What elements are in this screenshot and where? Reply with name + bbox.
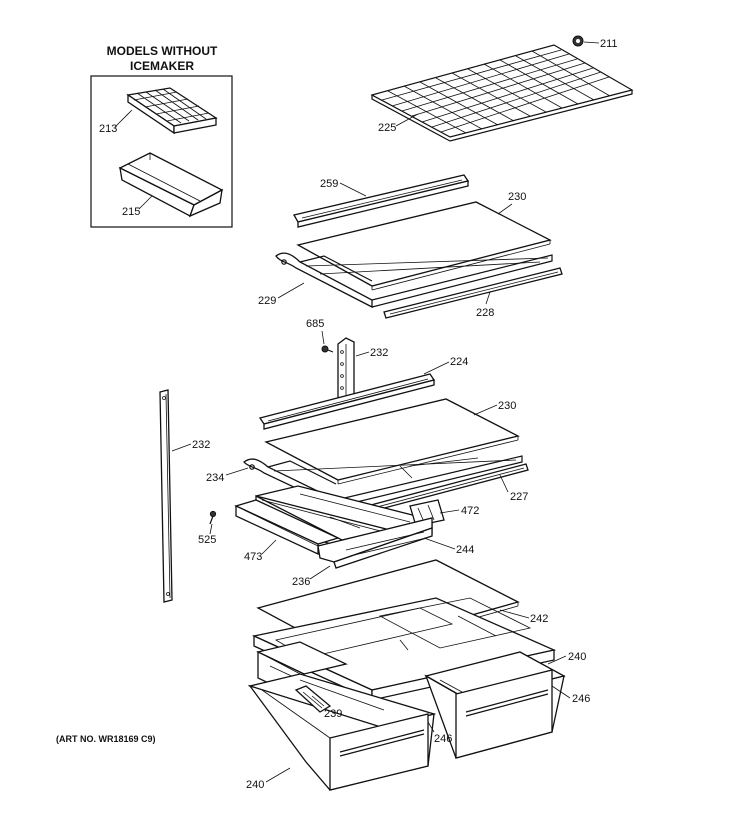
leader-230-middle: [473, 404, 498, 416]
inset-frame: [90, 75, 233, 228]
callout-240-right: 240: [568, 651, 586, 663]
leader-230-upper: [497, 203, 513, 215]
callout-246-left: 246: [434, 733, 452, 745]
leader-234: [225, 467, 249, 476]
leader-246-left: [427, 721, 435, 733]
callout-472: 472: [461, 505, 479, 517]
leader-240-right: [547, 655, 567, 665]
left-crisper-drawer-part: [247, 673, 437, 791]
leader-232-center: [355, 351, 370, 357]
screw-525-part: [209, 510, 217, 525]
leader-224: [423, 361, 450, 375]
leader-685: [321, 330, 325, 345]
callout-229: 229: [258, 295, 276, 307]
leader-242: [499, 609, 530, 619]
leader-246-right: [551, 685, 571, 699]
shelf-bumper-part: [572, 35, 584, 47]
callout-259: 259: [320, 178, 338, 190]
middle-glass-shelf-part: [264, 398, 520, 485]
leader-228: [485, 291, 491, 305]
side-rail-part: [159, 389, 173, 603]
center-bracket-part: [337, 337, 355, 403]
callout-244: 244: [456, 544, 474, 556]
callout-685: 685: [306, 318, 324, 330]
callout-236: 236: [292, 576, 310, 588]
pan-cover-part: [234, 499, 340, 556]
leader-472: [439, 509, 460, 514]
callout-239: 239: [324, 708, 342, 720]
callout-211: 211: [600, 38, 618, 50]
leader-211: [583, 41, 600, 44]
leader-215: [138, 195, 153, 210]
callout-525: 525: [198, 534, 216, 546]
leader-239: [311, 695, 325, 707]
leader-240-left: [265, 767, 291, 783]
ice-tray-part: [126, 87, 218, 135]
leader-236: [309, 565, 331, 580]
callout-234: 234: [206, 472, 224, 484]
leader-525: [209, 523, 213, 535]
art-number: (ART NO. WR18169 C9): [56, 734, 156, 744]
callout-240-left: 240: [246, 779, 264, 791]
crisper-divider-part: [294, 685, 332, 713]
leader-225: [395, 113, 419, 127]
pan-support-part: [317, 517, 433, 569]
leader-213: [114, 109, 133, 128]
leader-227: [499, 474, 509, 493]
leader-259: [339, 182, 367, 197]
callout-246-right: 246: [572, 693, 590, 705]
wire-shelf-part: [370, 44, 634, 142]
callout-473: 473: [244, 551, 262, 563]
inset-title-line1: MODELS WITHOUT: [107, 44, 218, 58]
right-crisper-drawer-part: [424, 651, 566, 759]
callout-213: 213: [99, 123, 117, 135]
pan-slide-rail-part: [409, 499, 445, 527]
screw-685-part: [321, 345, 334, 353]
inset-models-without-icemaker: MODELS WITHOUT ICEMAKER 213 215: [90, 44, 233, 228]
callout-242: 242: [530, 613, 548, 625]
leader-229: [277, 282, 305, 299]
leader-473: [261, 539, 277, 555]
upper-rear-rail-part: [383, 267, 563, 319]
middle-shelf-trim-part: [258, 373, 436, 430]
callout-224: 224: [450, 356, 468, 368]
callout-225: 225: [378, 122, 396, 134]
leader-232-side: [171, 443, 192, 452]
leader-244: [423, 537, 456, 550]
callout-228: 228: [476, 307, 494, 319]
inset-title-line2: ICEMAKER: [130, 59, 194, 73]
ice-bin-part: [118, 152, 224, 218]
callout-230-middle: 230: [498, 400, 516, 412]
callout-215: 215: [122, 206, 140, 218]
callout-232-center: 232: [370, 347, 388, 359]
callout-227: 227: [510, 491, 528, 503]
callout-230-upper: 230: [508, 191, 526, 203]
upper-shelf-trim-part: [293, 174, 470, 228]
upper-shelf-frame-part: [275, 252, 553, 309]
callout-232-side: 232: [192, 439, 210, 451]
